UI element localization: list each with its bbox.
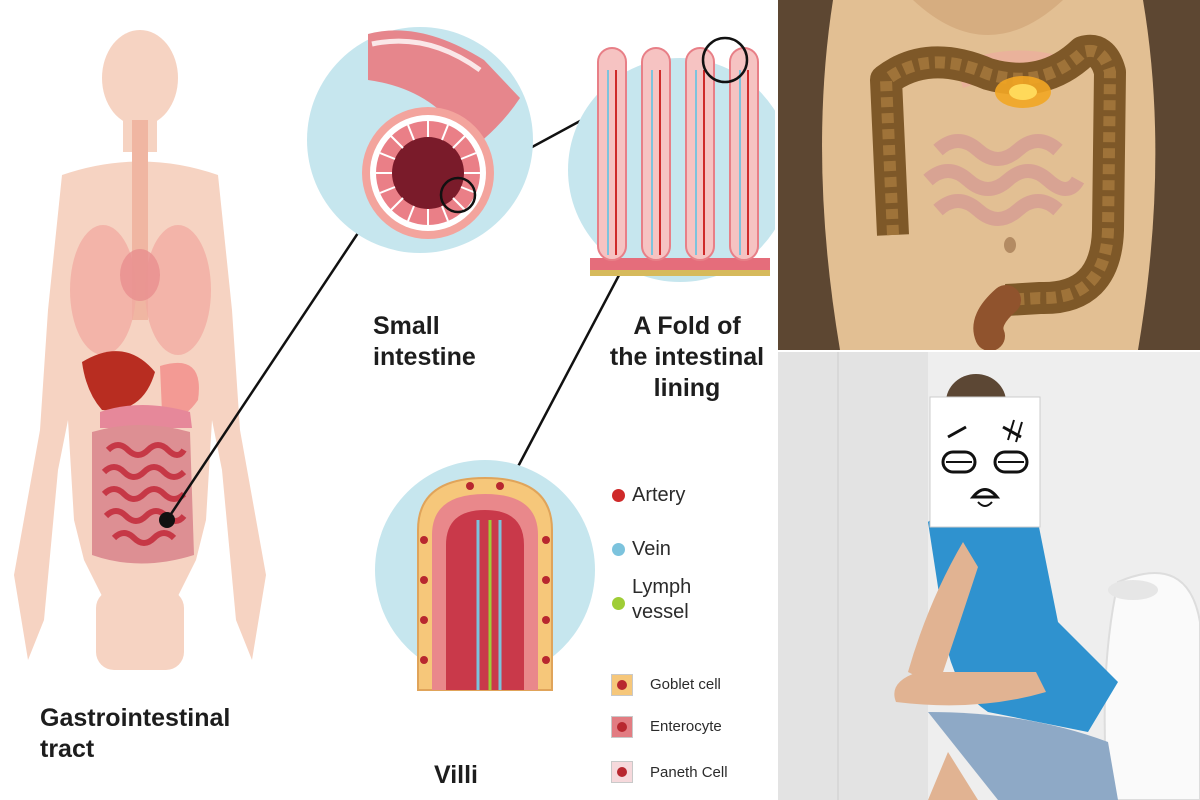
intestine-anatomy-diagram [14,27,775,691]
label-intestinal-fold: A Fold of the intestinal lining [609,312,765,402]
villi-detail [375,460,595,691]
artery-color-dot-icon [612,489,625,502]
label-gastrointestinal-tract: Gastrointestinal tract [40,704,231,763]
goblet-cell-swatch-icon [611,674,633,696]
label-villi: Villi [434,761,479,789]
legend-lymph-vessel: Lymph vessel [632,576,692,623]
internal-organs [70,120,211,564]
lymph-color-dot-icon [612,597,625,610]
man-on-toilet-photo [778,352,1200,800]
colon-illustration-photo [778,0,1200,350]
legend-goblet-cell: Goblet cell [650,676,721,693]
label-small-intestine: Small intestine [373,312,476,371]
legend-artery: Artery [632,484,686,506]
vein-color-dot-icon [612,543,625,556]
legend-paneth-cell: Paneth Cell [650,764,728,781]
legend-enterocyte: Enterocyte [650,718,722,735]
paneth-cell-swatch-icon [611,761,633,783]
enterocyte-swatch-icon [611,716,633,738]
liver [82,351,155,411]
small-intestine-cross-section [307,27,533,253]
intestinal-fold-detail [568,36,775,282]
legend-vein: Vein [632,538,671,560]
stressed-face-sign-icon [929,396,1041,528]
